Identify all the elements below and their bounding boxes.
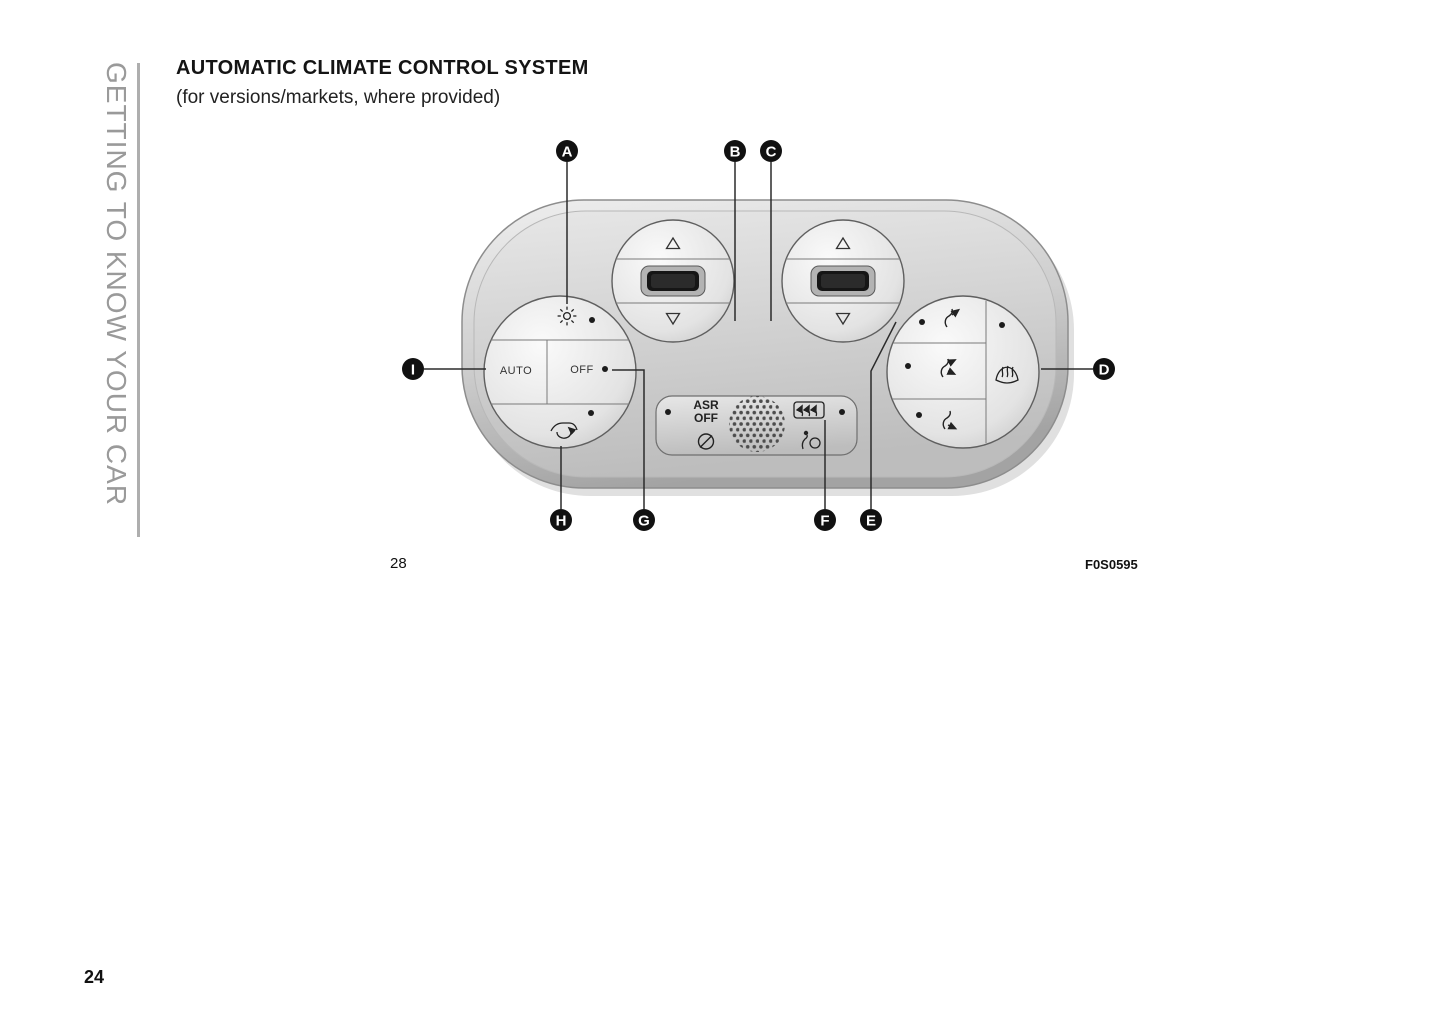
- callout-c: C: [760, 140, 782, 162]
- callout-i: I: [402, 358, 424, 380]
- callout-lines: [424, 162, 1093, 509]
- svg-text:I: I: [411, 361, 415, 378]
- right-temperature-control: [781, 219, 905, 343]
- led-indicator: [905, 363, 911, 369]
- temp-up-icon: [835, 236, 851, 250]
- page-number: 24: [84, 967, 105, 987]
- led-indicator: [589, 317, 595, 323]
- callout-h: H: [550, 509, 572, 531]
- air-to-floor-icon: [942, 410, 958, 430]
- right-function-knob: [886, 295, 1040, 449]
- left-function-knob: AUTO OFF: [483, 295, 637, 449]
- led-indicator: [839, 409, 845, 415]
- temp-down-icon: [835, 312, 851, 326]
- page-subtitle: (for versions/markets, where provided): [176, 87, 501, 108]
- led-indicator: [916, 412, 922, 418]
- figure-code: F0S0595: [1085, 557, 1138, 572]
- callout-badges: A B C D E F G: [402, 140, 1115, 531]
- windscreen-defrost-icon: [995, 365, 1019, 384]
- led-indicator: [999, 322, 1005, 328]
- svg-text:E: E: [866, 512, 876, 529]
- section-sidebar-label: GETTING TO KNOW YOUR CAR: [101, 62, 132, 507]
- sidebar-rule: [137, 63, 140, 537]
- svg-text:A: A: [562, 143, 573, 160]
- svg-text:B: B: [730, 143, 741, 160]
- led-indicator: [665, 409, 671, 415]
- svg-text:D: D: [1099, 361, 1110, 378]
- left-temperature-control: [611, 219, 735, 343]
- led-indicator: [602, 366, 608, 372]
- asr-off-label-line1: ASR: [693, 398, 719, 412]
- callout-e: E: [860, 509, 882, 531]
- asr-off-label-line2: OFF: [694, 411, 718, 425]
- svg-text:H: H: [556, 512, 567, 529]
- center-button-panel: ASR OFF: [655, 395, 858, 456]
- svg-text:G: G: [638, 512, 650, 529]
- off-button-label: OFF: [570, 364, 594, 376]
- page-title: AUTOMATIC CLIMATE CONTROL SYSTEM: [176, 57, 589, 79]
- svg-text:C: C: [766, 143, 777, 160]
- air-to-face-icon: [944, 308, 961, 328]
- callout-b: B: [724, 140, 746, 162]
- speaker-grille: [729, 396, 785, 452]
- temperature-display: [810, 265, 876, 297]
- led-indicator: [588, 410, 594, 416]
- brightness-icon: [557, 306, 577, 326]
- auto-button-label: AUTO: [500, 365, 532, 377]
- recirculation-icon: [550, 422, 578, 439]
- figure-number: 28: [390, 555, 407, 572]
- air-bilevel-icon: [940, 358, 957, 378]
- callout-a: A: [556, 140, 578, 162]
- asr-off-icon: [697, 433, 715, 450]
- callout-g: G: [633, 509, 655, 531]
- airbag-icon: [801, 430, 821, 450]
- callout-f: F: [814, 509, 836, 531]
- temperature-display: [640, 265, 706, 297]
- svg-text:F: F: [820, 512, 829, 529]
- temp-up-icon: [665, 236, 681, 250]
- rear-defrost-icon: [793, 401, 825, 419]
- led-indicator: [919, 319, 925, 325]
- temp-down-icon: [665, 312, 681, 326]
- callout-d: D: [1093, 358, 1115, 380]
